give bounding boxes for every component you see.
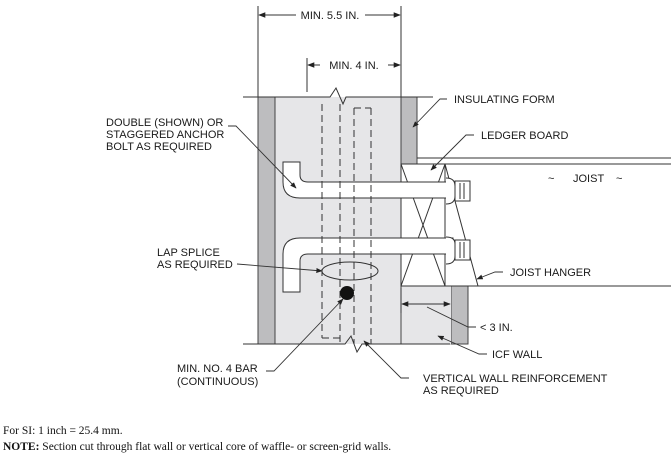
leader-anchor-bolt xyxy=(228,125,297,189)
label-joist: JOIST xyxy=(573,173,604,185)
footnote-note: NOTE: Section cut through flat wall or v… xyxy=(3,441,391,453)
leader-icf-wall xyxy=(437,335,487,355)
nut-lower xyxy=(445,236,471,265)
concrete-core xyxy=(275,97,401,344)
nut-upper xyxy=(445,177,471,205)
label-joist-hanger: JOIST HANGER xyxy=(510,267,591,279)
note-label: NOTE: xyxy=(3,441,40,453)
dim-core-thickness: MIN. 4 IN. xyxy=(329,60,379,72)
leader-bar xyxy=(266,298,344,372)
dim-wall-thickness: MIN. 5.5 IN. xyxy=(301,10,360,22)
label-vertical-reinforcement-1: VERTICAL WALL REINFORCEMENT xyxy=(423,373,608,385)
footnote-si: For SI: 1 inch = 25.4 mm. xyxy=(3,425,123,437)
insulating-form-left xyxy=(257,96,276,345)
label-ledger-board: LEDGER BOARD xyxy=(481,130,568,142)
label-gap: < 3 IN. xyxy=(480,322,513,334)
leader-lap-splice xyxy=(236,263,323,274)
label-lap-splice-1: LAP SPLICE xyxy=(157,247,220,259)
note-text: Section cut through flat wall or vertica… xyxy=(39,441,392,453)
joist-tilde-left: ~ xyxy=(548,173,554,185)
leader-ledger-board xyxy=(430,134,474,171)
leader-insulating-form xyxy=(412,98,447,128)
label-bar-2: (CONTINUOUS) xyxy=(177,376,258,388)
insulating-form-right-upper xyxy=(400,96,418,165)
leader-gap xyxy=(426,306,476,328)
label-lap-splice-2: AS REQUIRED xyxy=(157,259,233,271)
label-bar-1: MIN. NO. 4 BAR xyxy=(177,363,258,375)
joist-tilde-right: ~ xyxy=(616,173,622,185)
leader-vertical-reinforcement xyxy=(363,340,409,379)
label-anchor-bolt-1: DOUBLE (SHOWN) OR xyxy=(106,117,223,129)
no4-bar xyxy=(340,286,354,300)
label-anchor-bolt-3: BOLT AS REQUIRED xyxy=(106,141,212,153)
insulating-form-right-lower xyxy=(450,285,469,345)
label-insulating-form: INSULATING FORM xyxy=(454,94,555,106)
leader-joist-hanger xyxy=(476,271,503,280)
label-icf-wall: ICF WALL xyxy=(492,349,542,361)
label-vertical-reinforcement-2: AS REQUIRED xyxy=(423,385,499,397)
label-anchor-bolt-2: STAGGERED ANCHOR xyxy=(106,129,224,141)
top-break-line xyxy=(243,86,433,106)
